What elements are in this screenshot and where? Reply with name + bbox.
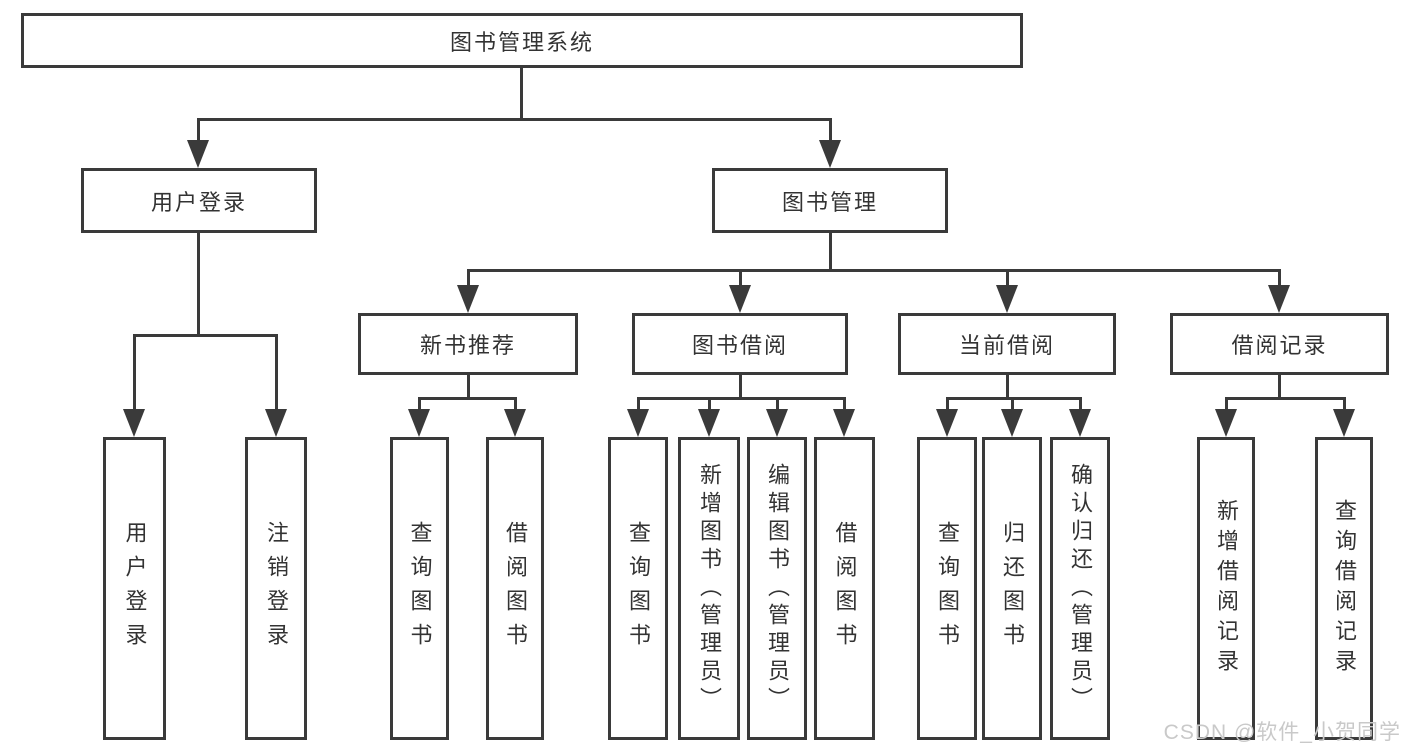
arrow-down-icon <box>819 140 841 168</box>
node-leaf-edit-books-admin: 编辑图书（管理员） <box>747 437 807 740</box>
connector-line <box>843 397 846 413</box>
arrow-down-icon <box>729 285 751 313</box>
connector-line <box>1278 373 1281 400</box>
node-leaf-user-login: 用户登录 <box>103 437 166 740</box>
node-library-management-system: 图书管理系统 <box>21 13 1023 68</box>
connector-line <box>418 397 421 413</box>
arrow-down-icon <box>265 409 287 437</box>
connector-line <box>708 397 711 413</box>
connector-line <box>520 66 523 120</box>
arrow-down-icon <box>1268 285 1290 313</box>
node-leaf-query-books-recommend: 查询图书 <box>390 437 449 740</box>
node-new-book-recommend: 新书推荐 <box>358 313 578 375</box>
connector-line <box>1011 397 1014 413</box>
connector-line <box>1006 269 1009 288</box>
node-leaf-borrow-books-recommend: 借阅图书 <box>486 437 544 740</box>
arrow-down-icon <box>1215 409 1237 437</box>
connector-line <box>197 118 200 146</box>
arrow-down-icon <box>766 409 788 437</box>
arrow-down-icon <box>996 285 1018 313</box>
connector-line <box>514 397 517 413</box>
connector-line <box>1225 397 1228 413</box>
connector-line <box>133 334 136 412</box>
connector-line <box>1225 397 1346 400</box>
connector-line <box>637 397 640 413</box>
arrow-down-icon <box>1069 409 1091 437</box>
node-borrow-records: 借阅记录 <box>1170 313 1389 375</box>
connector-line <box>133 334 278 337</box>
connector-line <box>275 334 278 412</box>
arrow-down-icon <box>833 409 855 437</box>
connector-line <box>946 397 949 413</box>
node-leaf-return-books: 归还图书 <box>982 437 1042 740</box>
connector-line <box>776 397 779 413</box>
connector-line <box>197 118 832 121</box>
node-leaf-query-books-borrow: 查询图书 <box>608 437 668 740</box>
connector-line <box>467 373 470 400</box>
connector-line <box>467 269 1281 272</box>
node-leaf-query-books-current: 查询图书 <box>917 437 977 740</box>
connector-line <box>1006 373 1009 400</box>
connector-line <box>946 397 1082 400</box>
node-leaf-add-books-admin: 新增图书（管理员） <box>678 437 740 740</box>
connector-line <box>739 373 742 400</box>
arrow-down-icon <box>457 285 479 313</box>
node-book-borrow: 图书借阅 <box>632 313 848 375</box>
arrow-down-icon <box>187 140 209 168</box>
connector-line <box>739 269 742 288</box>
node-book-management: 图书管理 <box>712 168 948 233</box>
arrow-down-icon <box>123 409 145 437</box>
connector-line <box>1343 397 1346 413</box>
node-user-login: 用户登录 <box>81 168 317 233</box>
connector-line <box>829 231 832 271</box>
arrow-down-icon <box>936 409 958 437</box>
node-leaf-confirm-return-admin: 确认归还（管理员） <box>1050 437 1110 740</box>
node-leaf-borrow-books-borrow: 借阅图书 <box>814 437 875 740</box>
node-leaf-add-borrow-record: 新增借阅记录 <box>1197 437 1255 740</box>
arrow-down-icon <box>627 409 649 437</box>
arrow-down-icon <box>408 409 430 437</box>
arrow-down-icon <box>1001 409 1023 437</box>
connector-line <box>829 118 832 146</box>
connector-line <box>418 397 517 400</box>
arrow-down-icon <box>1333 409 1355 437</box>
connector-line <box>1278 269 1281 288</box>
node-leaf-logout-login: 注销登录 <box>245 437 307 740</box>
connector-line <box>637 397 846 400</box>
connector-line <box>467 269 470 288</box>
connector-line <box>1079 397 1082 413</box>
arrow-down-icon <box>504 409 526 437</box>
node-leaf-query-borrow-record: 查询借阅记录 <box>1315 437 1373 740</box>
watermark-text: CSDN @软件_小贺同学 <box>1163 721 1401 744</box>
connector-line <box>197 231 200 337</box>
node-current-borrow: 当前借阅 <box>898 313 1116 375</box>
arrow-down-icon <box>698 409 720 437</box>
